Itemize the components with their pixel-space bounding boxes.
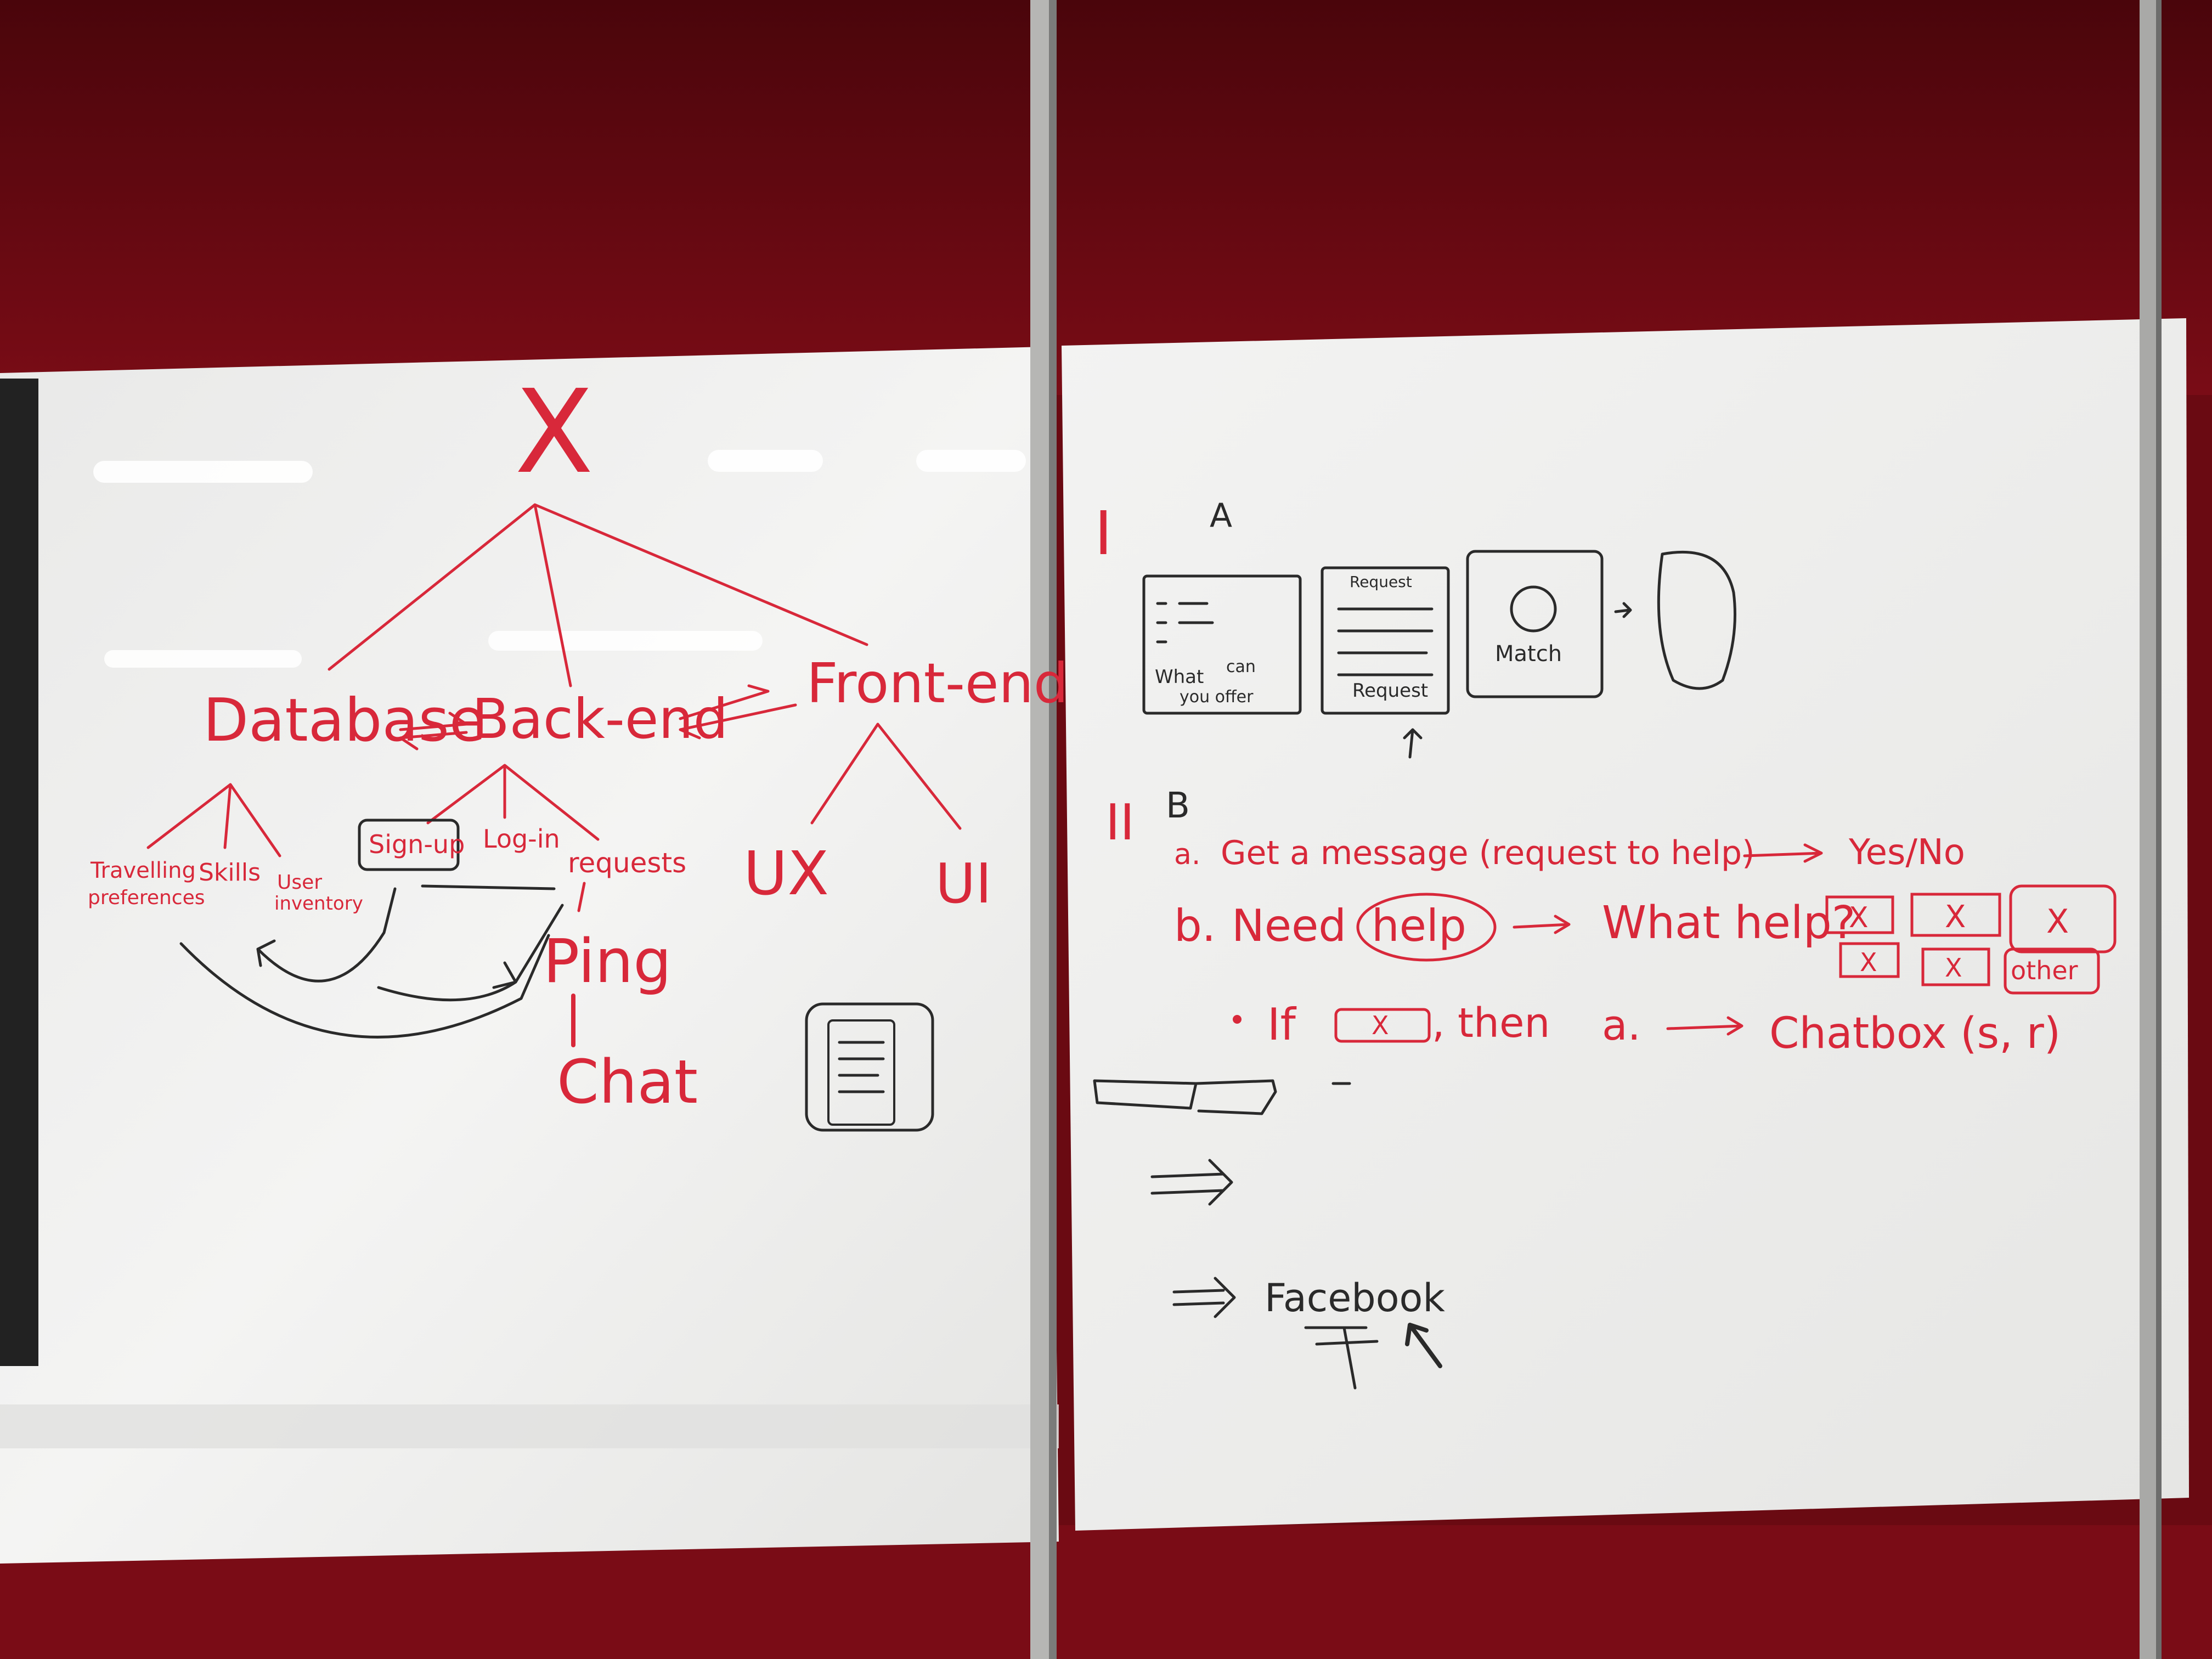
leaf-inventory: inventory xyxy=(274,893,363,915)
svg-text:X: X xyxy=(1945,899,1966,935)
line-b-help: help xyxy=(1372,900,1466,951)
svg-text:X: X xyxy=(1849,901,1869,934)
help-circle xyxy=(1356,893,1497,962)
divider-left xyxy=(1030,0,1052,1659)
double-arrow-2 xyxy=(1172,1277,1236,1318)
bullet-dot xyxy=(1233,1015,1242,1024)
branches-backend xyxy=(426,764,600,841)
line-b-need: Need xyxy=(1232,900,1346,951)
line-if-prefix: If xyxy=(1267,999,1297,1050)
line-if-then: , then xyxy=(1432,1000,1550,1047)
node-chat: Chat xyxy=(557,1047,698,1117)
section2-numeral: II xyxy=(1105,794,1135,851)
light-reflection-3 xyxy=(916,450,1026,472)
section1-letter: A xyxy=(1210,496,1232,535)
divider-left-shadow xyxy=(1049,0,1057,1659)
leaf-ux: UX xyxy=(743,838,829,909)
leaf-skills: Skills xyxy=(199,859,261,887)
tree-root-x: X xyxy=(515,365,594,499)
node-backend: Back-end xyxy=(472,687,728,751)
line-a-arrow xyxy=(1743,843,1823,863)
double-arrow-1 xyxy=(1150,1159,1233,1206)
leaf-signup: Sign-up xyxy=(369,830,465,859)
help-options-row2: X X other xyxy=(1839,942,2100,995)
phone-sketch xyxy=(805,1002,934,1132)
facebook-arrow xyxy=(1405,1323,1442,1368)
line-a-result: Yes/No xyxy=(1848,832,1965,873)
card2-up-arrow xyxy=(1403,728,1423,759)
black-curves-to-ping xyxy=(179,884,564,1039)
section1-numeral: I xyxy=(1094,498,1112,568)
wireframe-card-2: Request Request xyxy=(1321,566,1450,715)
line-b-arrow xyxy=(1513,915,1571,934)
left-tray xyxy=(0,1404,1059,1448)
svg-text:other: other xyxy=(2011,956,2078,985)
light-reflection-2 xyxy=(708,450,823,472)
leaf-requests: requests xyxy=(568,847,686,879)
facebook-a-mark xyxy=(1304,1326,1379,1390)
divider-right-shadow xyxy=(2156,0,2162,1659)
svg-text:X: X xyxy=(1860,947,1877,977)
svg-text:you offer: you offer xyxy=(1180,687,1254,707)
help-options-row1: X X X xyxy=(1825,884,2117,953)
leaf-user: User xyxy=(277,871,322,894)
svg-text:Request: Request xyxy=(1352,680,1428,702)
line-b-question: What help? xyxy=(1602,897,1855,949)
line-if-target: a. xyxy=(1602,1001,1641,1049)
leaf-ui: UI xyxy=(935,851,992,916)
svg-text:Request: Request xyxy=(1350,573,1412,591)
line-if-box-outline xyxy=(1334,1008,1431,1043)
arrow-database-backend xyxy=(399,712,468,751)
line-a-text: Get a message (request to help) xyxy=(1221,834,1755,872)
blob-sketch xyxy=(1657,550,1736,690)
line-if-box: X xyxy=(1372,1011,1389,1040)
branches-database xyxy=(146,783,281,857)
wireframe-card-3: Match xyxy=(1466,550,1604,698)
signup-box xyxy=(358,819,460,871)
leaf-travelling: Travelling xyxy=(90,858,196,883)
line-b-label: b. xyxy=(1174,900,1216,951)
black-doodle-tabs xyxy=(1093,1079,1277,1115)
light-reflection-1 xyxy=(93,461,313,483)
facebook-label: Facebook xyxy=(1265,1276,1445,1321)
svg-text:Match: Match xyxy=(1495,641,1562,667)
node-frontend: Front-end xyxy=(806,651,1068,715)
section2-letter: B xyxy=(1166,786,1190,826)
svg-text:can: can xyxy=(1226,657,1256,676)
light-reflection-4 xyxy=(104,650,302,668)
line-a-label: a. xyxy=(1174,838,1200,871)
branches-frontend xyxy=(810,723,962,830)
line-if-result: Chatbox (s, r) xyxy=(1769,1009,2061,1058)
left-whiteboard xyxy=(0,347,1059,1564)
node-database: Database xyxy=(203,686,486,755)
wireframe-card-1: What can you offer xyxy=(1142,574,1302,715)
right-whiteboard xyxy=(1062,318,2189,1531)
svg-text:What: What xyxy=(1155,666,1204,688)
leaf-login: Log-in xyxy=(483,824,560,854)
leaf-preferences: preferences xyxy=(88,887,205,909)
svg-text:X: X xyxy=(2046,902,2069,941)
line-if-arrow xyxy=(1666,1016,1743,1036)
left-edge-screen xyxy=(0,379,38,1366)
light-reflection-5 xyxy=(488,631,763,651)
svg-text:X: X xyxy=(1945,953,1962,983)
node-ping: Ping xyxy=(543,926,672,996)
black-arrow-heads xyxy=(256,939,517,989)
divider-right xyxy=(2140,0,2158,1659)
arrow-to-blob xyxy=(1614,602,1632,618)
arrow-backend-frontend xyxy=(679,684,797,740)
requests-to-ping xyxy=(577,882,586,912)
tree-branches-root xyxy=(328,503,868,687)
